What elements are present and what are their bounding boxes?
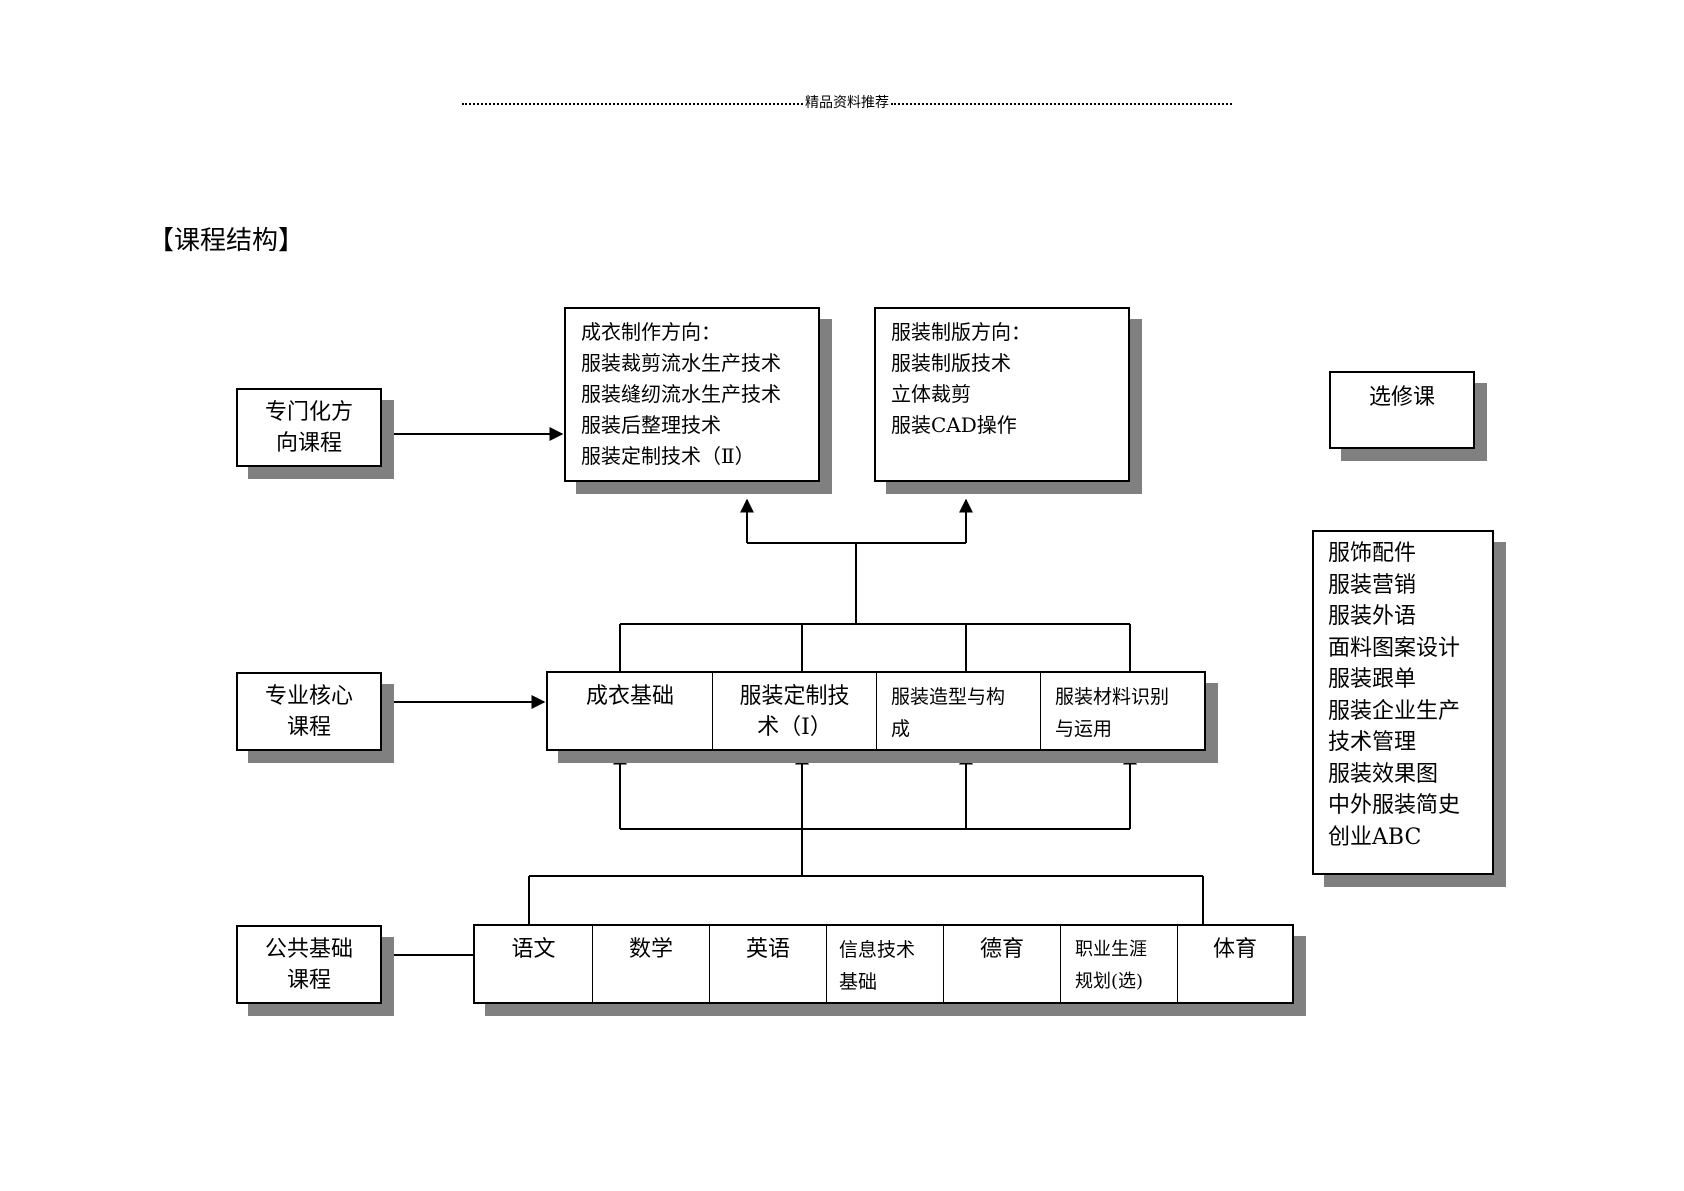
core-course-cell: 成衣基础	[548, 673, 712, 749]
public-course-line: 德育	[979, 937, 1024, 962]
public-courses-row: 语文 数学 英语 信息技术 基础 德育 职业生涯 规划(选) 体育	[473, 924, 1294, 1004]
label-core: 专业核心 课程	[236, 672, 382, 751]
direction-a-title: 成衣制作方向：	[581, 320, 721, 344]
label-core-line2: 课程	[286, 714, 331, 740]
page-header: 精品资料推荐	[462, 90, 1232, 114]
elective-item: 服装企业生产	[1328, 698, 1461, 724]
public-course-line: 数学	[628, 937, 673, 962]
core-course-line: 成	[891, 718, 911, 740]
core-course-line: 术（Ⅰ）	[757, 715, 832, 740]
elective-item: 服装效果图	[1328, 761, 1439, 787]
elective-item: 服装跟单	[1328, 667, 1417, 692]
direction-b-item: 服装CAD操作	[891, 413, 1017, 437]
core-course-cell: 服装材料识别 与运用	[1040, 673, 1204, 749]
header-dots-right	[891, 103, 1232, 105]
elective-title-box: 选修课	[1329, 371, 1475, 449]
core-course-cell: 服装定制技 术（Ⅰ）	[712, 673, 876, 749]
label-public: 公共基础 课程	[236, 925, 382, 1004]
elective-item: 服装外语	[1328, 604, 1417, 629]
direction-a-item: 服装缝纫流水生产技术	[581, 382, 781, 406]
public-course-line: 职业生涯	[1075, 939, 1147, 960]
direction-a-item: 服装后整理技术	[581, 413, 721, 437]
header-dots-left	[462, 103, 803, 105]
public-course-cell: 体育	[1177, 926, 1292, 1002]
public-course-cell: 英语	[709, 926, 826, 1002]
core-course-line: 服装材料识别	[1055, 686, 1170, 708]
direction-b-item: 立体裁剪	[891, 382, 971, 406]
direction-b-item: 服装制版技术	[891, 351, 1011, 375]
public-course-cell: 数学	[592, 926, 709, 1002]
public-course-cell: 德育	[943, 926, 1060, 1002]
section-title: 【课程结构】	[148, 226, 305, 256]
public-course-cell: 职业生涯 规划(选)	[1060, 926, 1177, 1002]
elective-item: 面料图案设计	[1328, 635, 1461, 661]
direction-b-box: 服装制版方向： 服装制版技术 立体裁剪 服装CAD操作	[874, 307, 1130, 482]
label-specialization-line1: 专门化方	[264, 399, 353, 425]
elective-item: 服装营销	[1328, 572, 1417, 598]
direction-a-item: 服装定制技术（Ⅱ）	[581, 444, 755, 468]
elective-item: 服饰配件	[1328, 541, 1417, 566]
core-courses-row: 成衣基础 服装定制技 术（Ⅰ） 服装造型与构 成 服装材料识别 与运用	[546, 671, 1206, 751]
core-course-line: 与运用	[1055, 718, 1113, 740]
public-course-line: 信息技术	[839, 939, 916, 961]
public-course-line: 语文	[511, 937, 556, 962]
core-course-line: 服装定制技	[739, 684, 850, 709]
direction-a-box: 成衣制作方向： 服装裁剪流水生产技术 服装缝纫流水生产技术 服装后整理技术 服装…	[564, 307, 820, 482]
core-course-line: 服装造型与构	[891, 686, 1006, 708]
header-text: 精品资料推荐	[805, 95, 889, 111]
label-public-line1: 公共基础	[264, 936, 353, 962]
core-to-directions	[619, 498, 1131, 671]
label-core-line1: 专业核心	[264, 683, 353, 709]
label-specialization-line2: 向课程	[275, 430, 342, 456]
elective-item: 技术管理	[1328, 730, 1417, 755]
core-course-line: 成衣基础	[585, 684, 674, 709]
elective-item: 中外服装简史	[1328, 793, 1461, 818]
direction-b-title: 服装制版方向：	[891, 320, 1031, 344]
public-course-cell: 信息技术 基础	[826, 926, 943, 1002]
elective-item: 创业ABC	[1328, 824, 1422, 850]
elective-list-box: 服饰配件 服装营销 服装外语 面料图案设计 服装跟单 服装企业生产 技术管理 服…	[1312, 530, 1494, 875]
public-course-cell: 语文	[475, 926, 592, 1002]
public-course-line: 规划(选)	[1075, 971, 1144, 992]
public-course-line: 英语	[745, 937, 790, 962]
label-public-line2: 课程	[286, 967, 331, 993]
public-course-line: 体育	[1212, 937, 1257, 962]
elective-title: 选修课	[1368, 385, 1435, 410]
public-to-core	[528, 750, 1204, 924]
core-course-cell: 服装造型与构 成	[876, 673, 1040, 749]
public-course-line: 基础	[839, 971, 878, 993]
label-specialization: 专门化方 向课程	[236, 388, 382, 467]
direction-a-item: 服装裁剪流水生产技术	[581, 351, 781, 375]
